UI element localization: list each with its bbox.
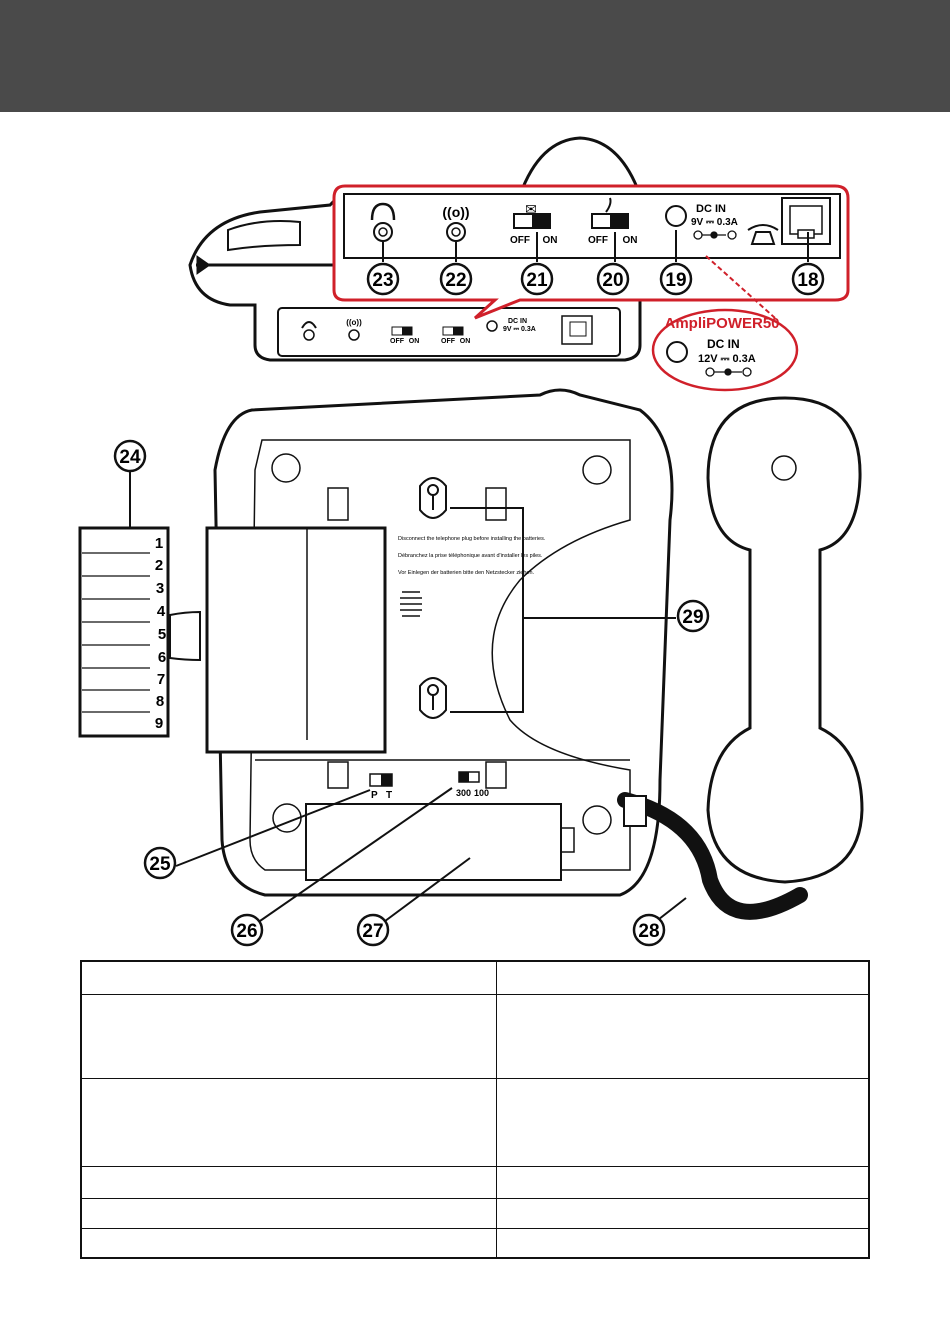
svg-text:2: 2 [155,557,163,574]
callout-20: 20 [602,270,623,291]
callout-21: 21 [526,270,548,291]
small-amp-label: ((o)) [346,318,362,327]
battery-warning: Disconnect the telephone plug before ins… [398,536,546,576]
battery-compartment [305,803,562,881]
speaker-grill [400,591,422,617]
dc-label: DC IN [696,203,726,215]
headset-jack [373,222,393,242]
small-rear-panel: ((o)) OFF ON OFF ON DC IN 9V ⎓ 0.3A [277,307,621,357]
wall-mount-keyholes [419,477,447,719]
amp-jack-label: ((o)) [442,204,469,220]
svg-text:9: 9 [155,715,163,732]
svg-text:3: 3 [156,580,164,597]
svg-text:DC IN: DC IN [508,318,527,325]
telephone-icon [747,224,779,245]
speed-switch: 300 100 [456,771,489,798]
svg-text:7: 7 [157,671,165,688]
svg-text:4: 4 [157,603,166,620]
svg-text:ON: ON [409,338,420,345]
svg-text:ON: ON [623,235,638,246]
svg-text:ON: ON [543,235,558,246]
svg-text:5: 5 [158,626,166,643]
svg-text:OFF: OFF [588,235,608,246]
svg-text:1: 1 [155,535,163,552]
table-row [80,1197,870,1229]
svg-text:Disconnect the telephone plug: Disconnect the telephone plug before ins… [398,536,546,542]
svg-text:T: T [386,790,392,801]
table-row [80,960,870,995]
svg-text:OFF: OFF [390,338,405,345]
headset-icon [370,202,396,221]
svg-text:OFF: OFF [510,235,530,246]
table-row [80,1077,870,1167]
amp-jack [446,222,466,242]
table-row [80,1227,870,1259]
amplipower-title: AmpliPOWER50 [664,315,779,332]
battery-door [205,526,387,754]
svg-text:Vor Einlegen der batterien bit: Vor Einlegen der batterien bitte den Net… [398,570,535,576]
description-table [80,960,870,1259]
callout-19: 19 [665,270,686,291]
svg-text:8: 8 [156,693,164,710]
svg-text:P: P [371,790,378,801]
phone-diagram: ((o)) OFF ON OFF ON DC IN 9V ⎓ 0.3A ((o)… [78,136,864,947]
table-row [80,993,870,1079]
dc-socket [665,205,687,227]
svg-text:ON: ON [460,338,471,345]
callout-28: 28 [638,921,659,942]
callout-18: 18 [797,270,818,291]
ringer-icon [605,197,612,213]
svg-text:100: 100 [474,788,489,798]
svg-text:Débranchez la prise téléphoniq: Débranchez la prise téléphonique avant d… [398,553,543,559]
header-bar [0,0,950,112]
amplipower-inset: AmpliPOWER50 DC IN 12V ⎓ 0.3A [651,255,799,392]
svg-text:300: 300 [456,788,471,798]
envelope-icon: ✉ [525,201,537,217]
pt-switch: P T [369,773,393,801]
callout-24: 24 [119,447,141,468]
svg-text:9V ⎓ 0.3A: 9V ⎓ 0.3A [503,326,536,333]
svg-text:12V ⎓ 0.3A: 12V ⎓ 0.3A [698,353,756,365]
callout-22: 22 [445,270,466,291]
handset [617,396,864,920]
memory-card: 1 2 3 4 5 6 7 8 9 [78,526,201,738]
zoom-panel: ((o)) ✉ OFF ON OFF ON DC IN 9V ⎓ 0.3A [332,184,850,320]
callout-23: 23 [372,270,393,291]
table-row [80,1165,870,1199]
callout-29: 29 [682,607,703,628]
svg-text:6: 6 [158,649,166,666]
callout-25: 25 [149,854,171,875]
dc-spec: 9V ⎓ 0.3A [691,217,738,228]
callout-26: 26 [236,921,257,942]
phone-base-view [213,388,674,897]
svg-text:OFF: OFF [441,338,456,345]
svg-text:DC IN: DC IN [707,337,740,351]
callout-27: 27 [362,921,383,942]
